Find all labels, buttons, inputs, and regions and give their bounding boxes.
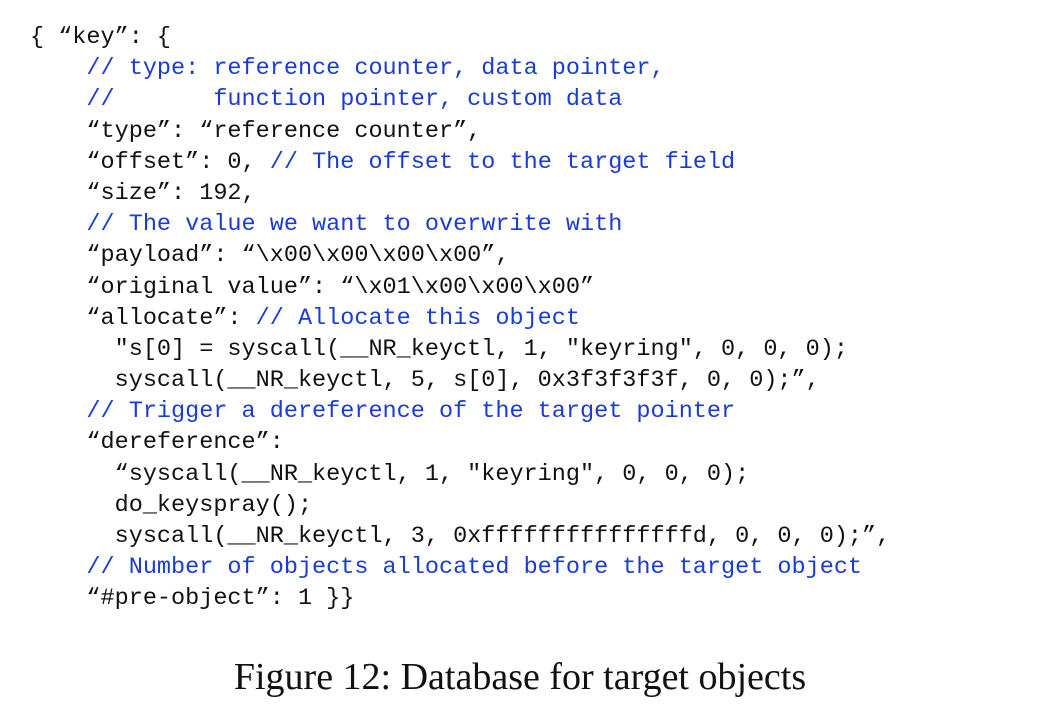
code-line: “syscall(__NR_keyctl, 1, "keyring", 0, 0… [30,459,1030,490]
code-line: // Number of objects allocated before th… [30,552,1030,583]
code-listing: { “key”: { // type: reference counter, d… [30,22,1030,615]
code-line: “type”: “reference counter”, [30,116,1030,147]
code-line: // function pointer, custom data [30,84,1030,115]
code-line: “allocate”: // Allocate this object [30,303,1030,334]
code-line: syscall(__NR_keyctl, 3, 0xffffffffffffff… [30,521,1030,552]
code-line: syscall(__NR_keyctl, 5, s[0], 0x3f3f3f3f… [30,365,1030,396]
code-line: “offset”: 0, // The offset to the target… [30,147,1030,178]
code-line: do_keyspray(); [30,490,1030,521]
code-text: "s[0] = syscall(__NR_keyctl, 1, "keyring… [30,335,848,363]
figure-caption: Figure 12: Database for target objects [233,656,807,698]
code-text: “dereference”: [30,429,284,457]
code-line: “size”: 192, [30,178,1030,209]
code-text: syscall(__NR_keyctl, 3, 0xffffffffffffff… [30,523,891,550]
code-text: do_keyspray(); [30,491,313,519]
code-text: “syscall(__NR_keyctl, 1, "keyring", 0, 0… [30,460,750,488]
code-line: { “key”: { [30,22,1030,53]
code-text: “#pre-object”: 1 }} [30,585,355,613]
code-comment: // Trigger a dereference of the target p… [30,398,736,426]
code-line: // Trigger a dereference of the target p… [30,396,1030,427]
code-line: "s[0] = syscall(__NR_keyctl, 1, "keyring… [30,334,1030,365]
code-text: “allocate”: [30,304,256,332]
code-comment: // Allocate this object [255,304,580,332]
code-line: “original value”: “\x01\x00\x00\x00” [30,272,1030,303]
code-text: “type”: “reference counter”, [30,117,482,145]
code-comment: // Number of objects allocated before th… [30,554,863,582]
code-line: // The value we want to overwrite with [30,209,1030,240]
code-text: “payload”: “\x00\x00\x00\x00”, [30,242,510,270]
code-comment: // type: reference counter, data pointer… [30,55,665,83]
code-comment: // function pointer, custom data [30,86,623,114]
code-line: “#pre-object”: 1 }} [30,583,1030,614]
code-comment: // The offset to the target field [269,148,736,176]
code-text: syscall(__NR_keyctl, 5, s[0], 0x3f3f3f3f… [30,367,820,395]
code-text: “size”: 192, [30,179,256,207]
code-text: “offset”: 0, [30,148,270,176]
code-line: “payload”: “\x00\x00\x00\x00”, [30,240,1030,271]
code-line: // type: reference counter, data pointer… [30,53,1030,84]
code-line: “dereference”: [30,427,1030,458]
code-text: “original value”: “\x01\x00\x00\x00” [30,273,595,301]
code-comment: // The value we want to overwrite with [30,211,623,239]
code-text: { “key”: { [30,24,172,51]
